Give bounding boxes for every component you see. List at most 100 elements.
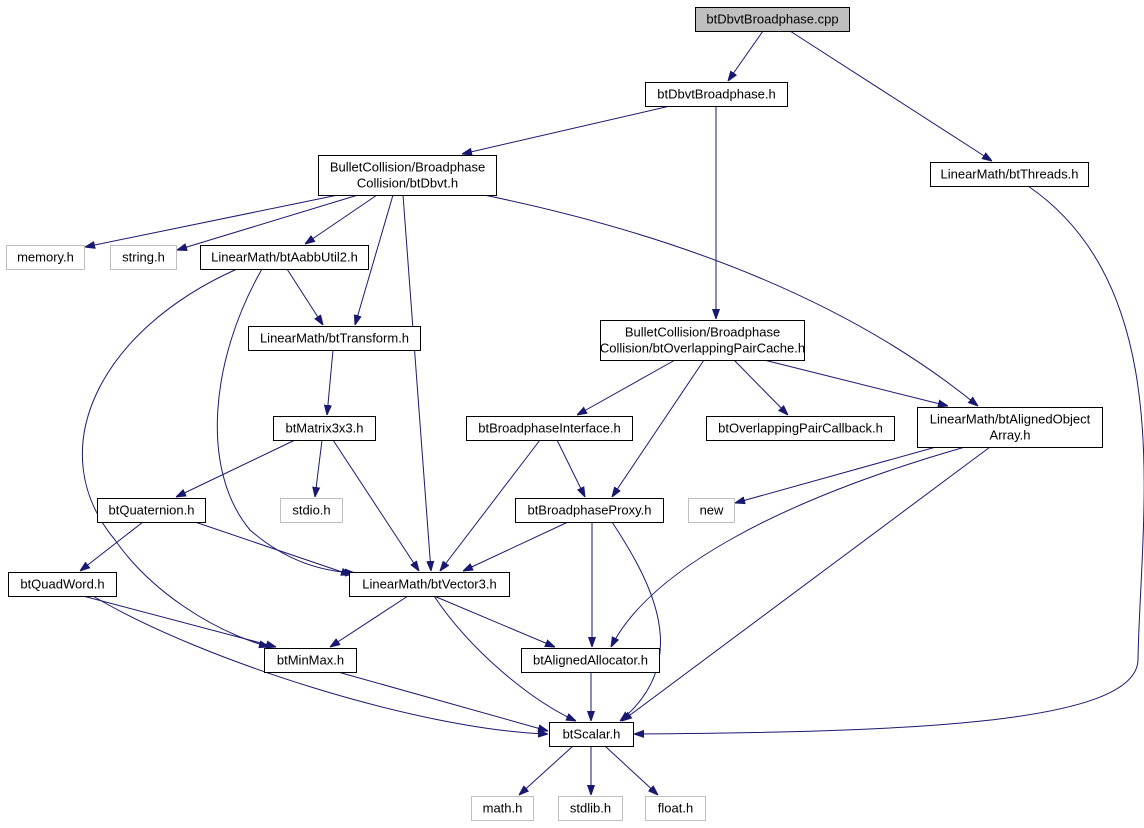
edge-bpi-to-bpp	[556, 439, 585, 497]
node-minmax[interactable]: btMinMax.h	[264, 648, 357, 673]
edge-bpp-to-vec3	[463, 521, 569, 571]
edge-dbvt-to-aoa	[483, 194, 978, 406]
node-label: LinearMath/btVector3.h	[362, 577, 496, 592]
node-alloc[interactable]: btAlignedAllocator.h	[521, 648, 660, 673]
node-box	[645, 796, 706, 821]
node-label: Collision/btDbvt.h	[357, 176, 458, 191]
edge-dbvt-to-aabb	[305, 194, 378, 244]
edge-matrix-to-quat	[176, 439, 296, 497]
node-bpH[interactable]: btDbvtBroadphase.h	[645, 82, 788, 107]
node-bpi[interactable]: btBroadphaseInterface.h	[466, 416, 633, 441]
edge-quadword-to-scalar	[92, 595, 548, 734]
edge-quadword-to-minmax	[82, 595, 276, 647]
edge-aabb-to-transform	[286, 268, 323, 325]
edge-bpp-to-scalar	[611, 521, 661, 721]
node-box	[549, 722, 634, 747]
node-string: string.h	[110, 245, 177, 270]
node-box	[515, 498, 664, 523]
edge-opc-to-aoa	[763, 359, 948, 406]
edge-vec3-to-scalar	[433, 595, 576, 721]
node-label: memory.h	[17, 250, 74, 265]
node-label: stdlib.h	[570, 801, 611, 816]
edge-layer	[80, 30, 1144, 795]
node-float: float.h	[645, 796, 706, 821]
node-label: btDbvtBroadphase.cpp	[706, 12, 838, 27]
node-box	[8, 572, 117, 597]
node-label: BulletCollision/Broadphase	[330, 160, 485, 175]
edge-aoa-to-alloc	[611, 446, 966, 647]
node-label: string.h	[122, 250, 165, 265]
edge-dbvt-to-vec3	[402, 194, 431, 571]
node-box	[110, 245, 177, 270]
node-label: btBroadphaseInterface.h	[478, 421, 620, 436]
node-label: btBroadphaseProxy.h	[527, 503, 651, 518]
node-label: Collision/btOverlappingPairCache.h	[600, 341, 805, 356]
node-box	[318, 155, 497, 196]
edge-transform-to-matrix	[327, 349, 334, 415]
node-label: btDbvtBroadphase.h	[657, 87, 776, 102]
node-dbvt[interactable]: BulletCollision/BroadphaseCollision/btDb…	[318, 155, 497, 196]
node-memory: memory.h	[6, 245, 85, 270]
node-vec3[interactable]: LinearMath/btVector3.h	[349, 572, 510, 597]
node-label: btOverlappingPairCallback.h	[718, 421, 883, 436]
node-box	[349, 572, 510, 597]
node-transform[interactable]: LinearMath/btTransform.h	[248, 326, 421, 351]
edge-opc-to-bpi	[577, 359, 676, 415]
edge-minmax-to-scalar	[337, 671, 548, 731]
node-label: LinearMath/btThreads.h	[940, 167, 1078, 182]
node-aabb[interactable]: LinearMath/btAabbUtil2.h	[200, 245, 369, 270]
node-opc[interactable]: BulletCollision/BroadphaseCollision/btOv…	[600, 320, 805, 361]
edge-threads-to-scalar	[634, 185, 1144, 734]
node-box	[264, 648, 357, 673]
node-root[interactable]: btDbvtBroadphase.cpp	[695, 7, 850, 32]
node-box	[248, 326, 421, 351]
node-label: btAlignedAllocator.h	[533, 653, 648, 668]
node-label: btQuaternion.h	[108, 503, 194, 518]
node-quadword[interactable]: btQuadWord.h	[8, 572, 117, 597]
node-scalar[interactable]: btScalar.h	[549, 722, 634, 747]
node-box	[471, 796, 534, 821]
edge-vec3-to-minmax	[330, 595, 409, 647]
node-box	[521, 648, 660, 673]
node-box	[695, 7, 850, 32]
edge-aoa-to-new	[735, 446, 937, 503]
node-quat[interactable]: btQuaternion.h	[97, 498, 206, 523]
node-label: btMatrix3x3.h	[285, 421, 363, 436]
node-label: float.h	[658, 801, 693, 816]
node-layer: btDbvtBroadphase.cpp btDbvtBroadphase.hBu…	[6, 7, 1103, 821]
node-new: new	[688, 498, 735, 523]
edge-matrix-to-stdio	[315, 439, 323, 497]
node-stdio: stdio.h	[280, 498, 343, 523]
node-box	[273, 416, 376, 441]
node-box	[6, 245, 85, 270]
node-threads[interactable]: LinearMath/btThreads.h	[930, 162, 1089, 187]
node-box	[280, 498, 343, 523]
node-label: LinearMath/btAlignedObject	[930, 412, 1091, 427]
node-box	[706, 416, 895, 441]
node-box	[558, 796, 623, 821]
node-label: new	[700, 503, 724, 518]
edge-dbvt-to-memory	[85, 194, 339, 247]
edge-matrix-to-vec3	[332, 439, 419, 571]
node-box	[645, 82, 788, 107]
edge-root-to-threads	[789, 30, 992, 161]
edge-vec3-to-alloc	[433, 595, 555, 647]
edge-quat-to-quadword	[80, 521, 144, 571]
node-box	[466, 416, 633, 441]
edge-root-to-bpH	[728, 30, 764, 81]
edge-bpi-to-vec3	[440, 439, 541, 571]
node-opcb[interactable]: btOverlappingPairCallback.h	[706, 416, 895, 441]
node-matrix[interactable]: btMatrix3x3.h	[273, 416, 376, 441]
node-label: btQuadWord.h	[20, 577, 104, 592]
node-box	[600, 320, 805, 361]
node-label: LinearMath/btTransform.h	[260, 331, 409, 346]
node-box	[200, 245, 369, 270]
node-label: stdio.h	[292, 503, 330, 518]
edge-aoa-to-scalar	[622, 446, 991, 721]
edge-opc-to-bpp	[612, 359, 705, 497]
node-bpp[interactable]: btBroadphaseProxy.h	[515, 498, 664, 523]
edge-scalar-to-math	[519, 745, 574, 795]
edge-dbvt-to-transform	[355, 194, 394, 325]
